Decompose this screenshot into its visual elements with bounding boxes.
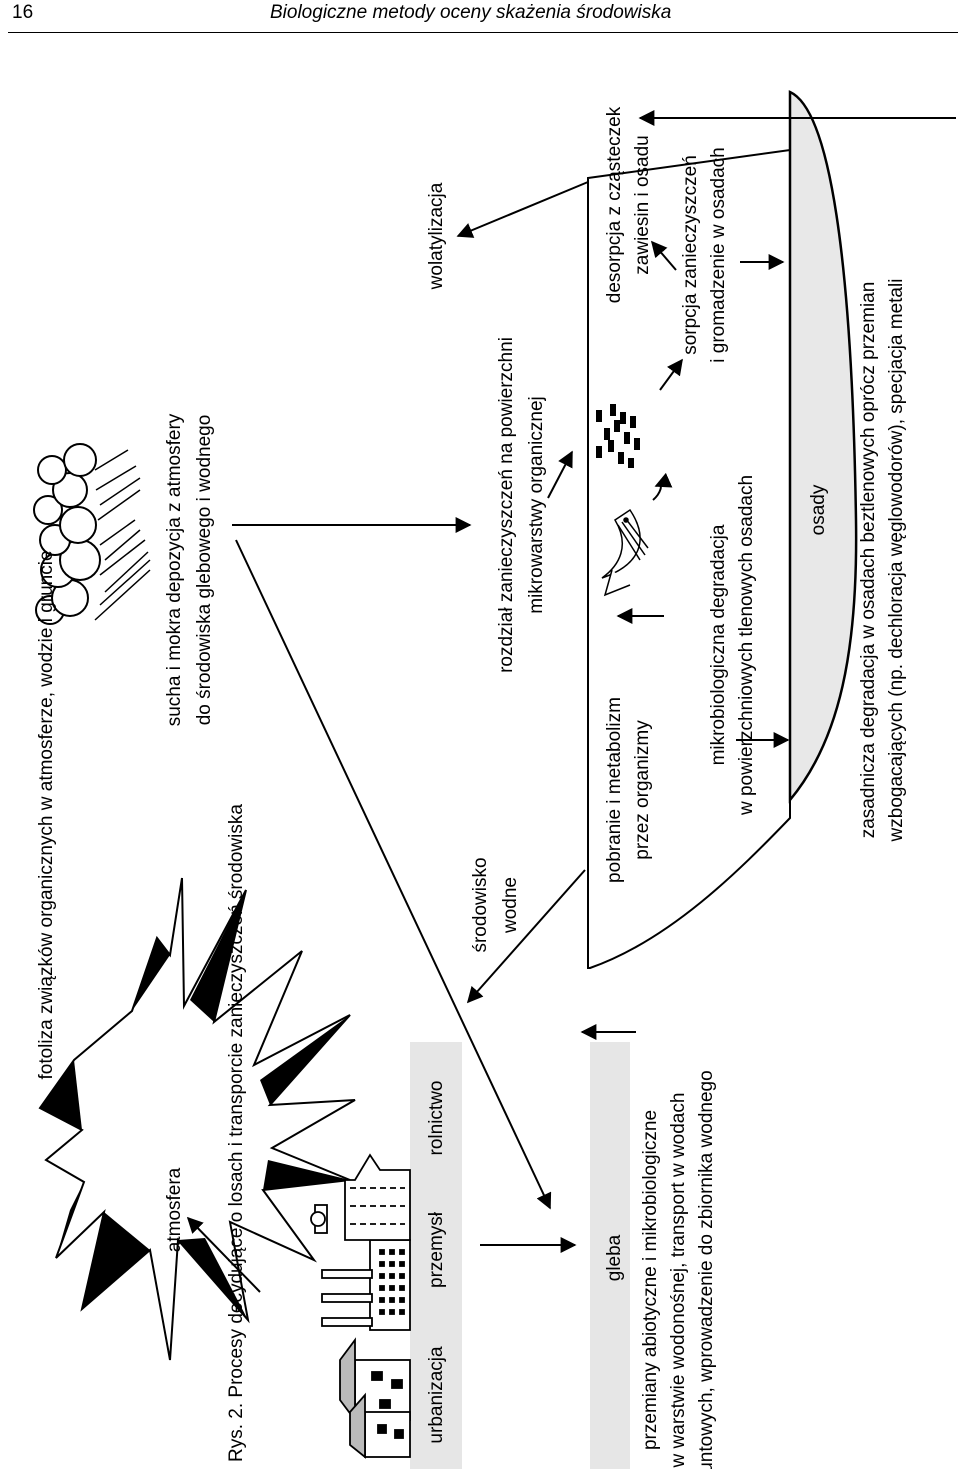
label-deposition-2: do środowiska glebowego i wodnego (194, 415, 215, 726)
label-industry: przemysł (426, 1211, 447, 1288)
label-uptake-1: pobranie i metabolizm (604, 697, 625, 883)
figure-caption: Rys. 2. Procesy decydujące o losach i tr… (226, 804, 247, 1462)
label-atmosphere: atmosfera (164, 1167, 185, 1252)
sediment-layer (790, 92, 856, 800)
label-anaerobic-2: wzbogacających (np. dechloracja węglowod… (886, 279, 907, 843)
label-desorption-2: zawiesin i osadu (632, 135, 653, 274)
sun-icon (40, 878, 355, 1360)
label-anaerobic-1: zasadnicza degradacja w osadach beztleno… (858, 282, 879, 839)
label-microbial-2: w powierzchniowych tlenowych osadach (736, 475, 757, 816)
label-agriculture: rolnictwo (426, 1081, 447, 1156)
label-soil: gleba (604, 1234, 625, 1281)
label-photolysis: fotoliza związków organicznych w atmosfe… (36, 550, 57, 1079)
arrow-fish-to-particles (653, 485, 661, 500)
label-partition-2: mikrowarstwy organicznej (526, 396, 547, 614)
houses-icon (340, 1340, 410, 1457)
factory-icon (322, 1240, 410, 1330)
label-uptake-2: przez organizmy (632, 720, 653, 860)
arrow-to-sorption (660, 360, 682, 390)
label-desorption-1: desorpcja z cząsteczek (604, 106, 625, 303)
label-partition-1: rozdział zanieczyszczeń na powierzchni (496, 337, 517, 673)
farm-icon (311, 1155, 410, 1240)
particles-icon (596, 404, 640, 468)
label-soil-processes-3: gruntowych, wprowadzenie do zbiornika wo… (696, 1070, 717, 1469)
label-aquatic-2: wodne (500, 877, 521, 934)
label-soil-processes-1: przemiany abiotyczne i mikrobiologiczne (640, 1110, 661, 1450)
label-sediments: osady (808, 484, 829, 535)
label-sorption-2: i gromadzenie w osadach (708, 147, 729, 362)
arrow-partition (548, 452, 572, 498)
arrow-desorption (652, 242, 676, 270)
label-microbial-1: mikrobiologiczna degradacja (708, 524, 729, 765)
label-aquatic-1: środowisko (470, 857, 491, 952)
fish-icon (602, 510, 648, 595)
label-soil-processes-2: w warstwie wodonośnej, transport w wodac… (668, 1093, 689, 1469)
arrow-to-volatilization (458, 182, 588, 236)
label-volatilization: wolatylizacja (426, 182, 447, 290)
label-urbanization: urbanizacja (426, 1346, 447, 1444)
label-deposition-1: sucha i mokra depozycja z atmosfery (164, 413, 185, 726)
label-sorption-1: sorpcja zanieczyszczeń (680, 155, 701, 355)
